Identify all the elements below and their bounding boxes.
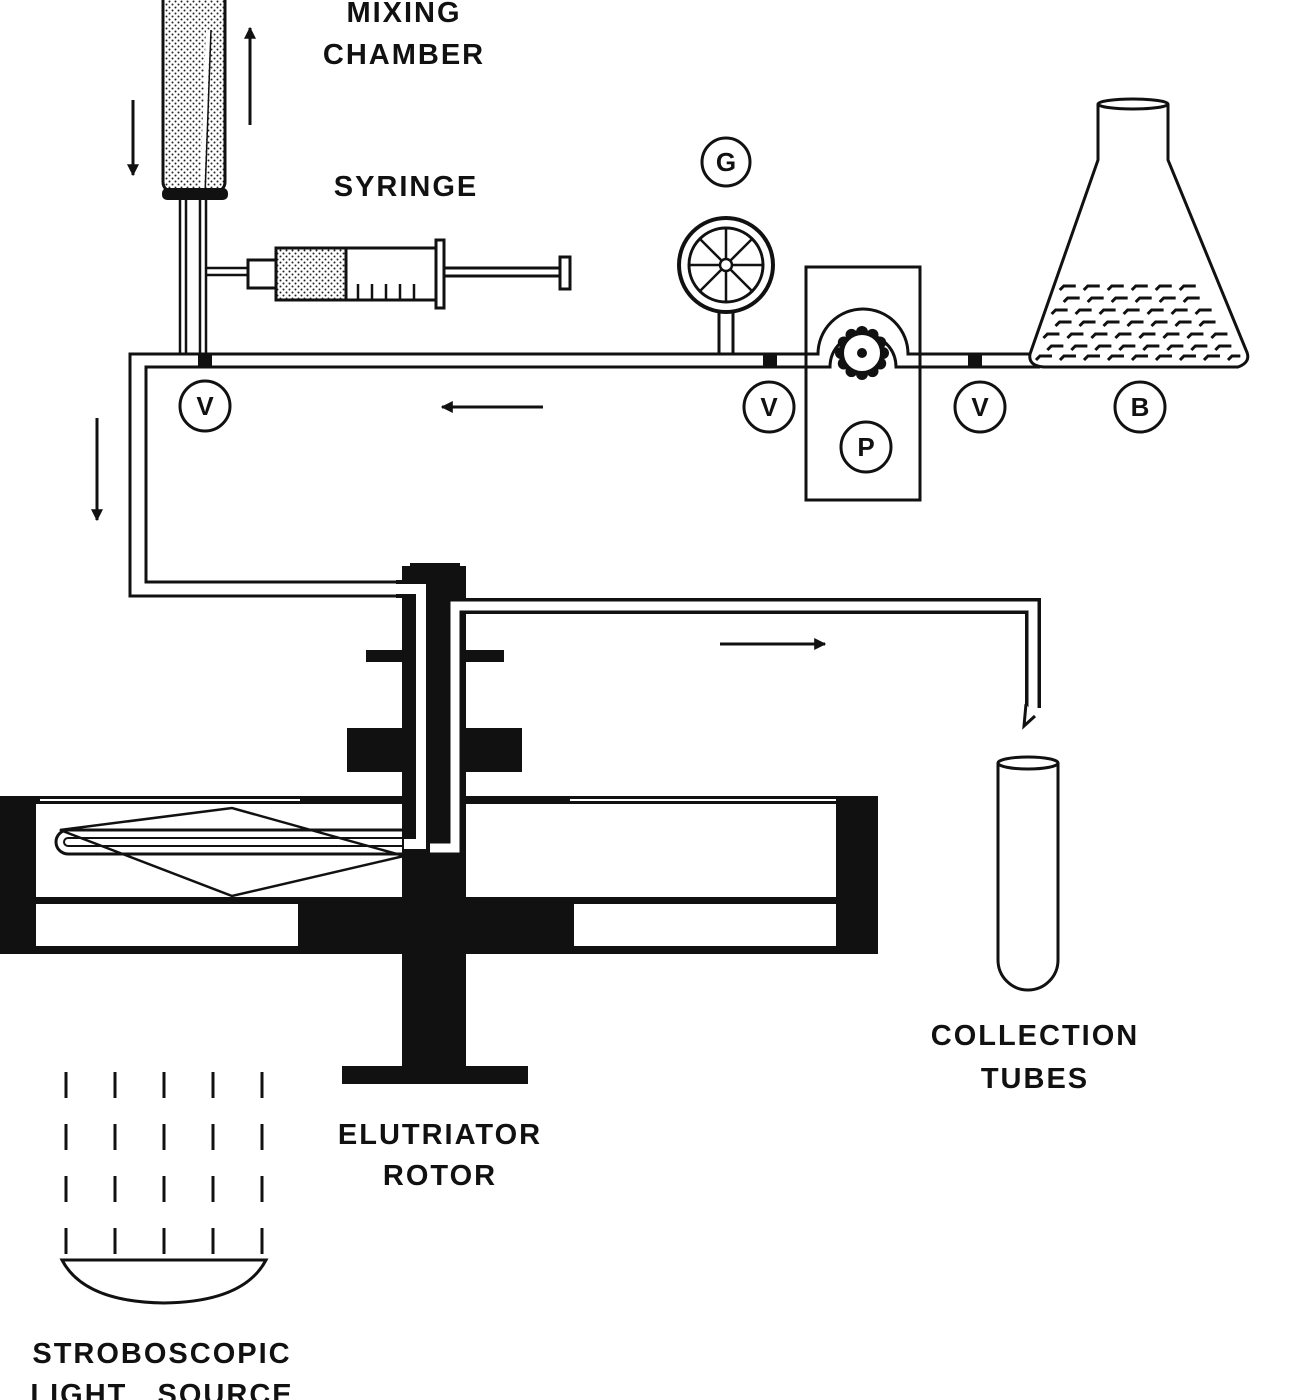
liquid-wave bbox=[1202, 354, 1220, 362]
liquid-wave bbox=[1094, 344, 1112, 352]
label-collection: COLLECTION bbox=[931, 1020, 1140, 1052]
collection-tube bbox=[996, 755, 1060, 992]
liquid-wave bbox=[1210, 332, 1228, 340]
liquid-wave bbox=[1130, 284, 1148, 292]
liquid-wave bbox=[1154, 284, 1172, 292]
liquid-wave bbox=[1214, 344, 1232, 352]
label-mixing: MIXING bbox=[346, 0, 461, 29]
flow-arrows bbox=[91, 401, 827, 650]
liquid-wave bbox=[1126, 320, 1144, 328]
label-tubes: TUBES bbox=[981, 1063, 1089, 1095]
marker-gauge: G bbox=[700, 136, 752, 188]
stroboscopic-light bbox=[59, 1072, 269, 1305]
liquid-wave bbox=[1178, 354, 1196, 362]
liquid-wave bbox=[1146, 308, 1164, 316]
liquid-wave bbox=[1106, 354, 1124, 362]
label-elutriator: ELUTRIATOR bbox=[338, 1119, 542, 1151]
liquid-wave bbox=[1110, 296, 1128, 304]
liquid-wave bbox=[1074, 308, 1092, 316]
label-light-source: LIGHT SOURCE bbox=[30, 1379, 293, 1400]
liquid-wave bbox=[1078, 320, 1096, 328]
liquid-wave bbox=[1034, 354, 1052, 362]
elutriator-rotor bbox=[0, 563, 878, 1084]
rotor-axle bbox=[857, 348, 867, 358]
marker-valve-3: V bbox=[953, 380, 1007, 434]
liquid-wave bbox=[1050, 308, 1068, 316]
liquid-wave bbox=[1182, 296, 1200, 304]
syringe bbox=[246, 238, 572, 310]
label-stroboscopic: STROBOSCOPIC bbox=[32, 1338, 291, 1370]
liquid-wave bbox=[1114, 332, 1132, 340]
svg-text:B: B bbox=[1131, 392, 1150, 422]
liquid-wave bbox=[1130, 354, 1148, 362]
liquid-wave bbox=[1070, 344, 1088, 352]
liquid-wave bbox=[1046, 344, 1064, 352]
buffer-flask bbox=[1028, 97, 1250, 369]
liquid-wave bbox=[1082, 354, 1100, 362]
valve-marks bbox=[198, 353, 982, 367]
label-chamber: CHAMBER bbox=[323, 39, 485, 71]
liquid-wave bbox=[1058, 284, 1076, 292]
liquid-wave bbox=[1090, 332, 1108, 340]
svg-text:G: G bbox=[716, 147, 736, 177]
svg-text:V: V bbox=[971, 392, 989, 422]
liquid-wave bbox=[1054, 320, 1072, 328]
liquid-wave bbox=[1174, 320, 1192, 328]
flask-liquid bbox=[1034, 284, 1241, 362]
svg-text:V: V bbox=[196, 391, 214, 421]
chamber-tubes bbox=[178, 200, 248, 354]
liquid-wave bbox=[1190, 344, 1208, 352]
liquid-wave bbox=[1102, 320, 1120, 328]
svg-text:P: P bbox=[857, 432, 874, 462]
liquid-wave bbox=[1138, 332, 1156, 340]
label-rotor: ROTOR bbox=[383, 1160, 497, 1192]
liquid-wave bbox=[1162, 332, 1180, 340]
liquid-wave bbox=[1178, 284, 1196, 292]
liquid-wave bbox=[1134, 296, 1152, 304]
liquid-wave bbox=[1194, 308, 1212, 316]
liquid-wave bbox=[1118, 344, 1136, 352]
liquid-wave bbox=[1198, 320, 1216, 328]
liquid-wave bbox=[1150, 320, 1168, 328]
liquid-wave bbox=[1086, 296, 1104, 304]
liquid-wave bbox=[1186, 332, 1204, 340]
pump-rotor bbox=[835, 326, 889, 380]
liquid-wave bbox=[1066, 332, 1084, 340]
marker-pump: P bbox=[839, 420, 893, 474]
liquid-wave bbox=[1154, 354, 1172, 362]
shaft-tubing bbox=[396, 580, 1041, 856]
marker-valve-2: V bbox=[742, 380, 796, 434]
liquid-wave bbox=[1042, 332, 1060, 340]
marker-bottle: B bbox=[1113, 380, 1167, 434]
svg-text:V: V bbox=[760, 392, 778, 422]
label-syringe: SYRINGE bbox=[334, 171, 479, 203]
liquid-wave bbox=[1158, 296, 1176, 304]
marker-valve-1: V bbox=[178, 379, 232, 433]
liquid-wave bbox=[1106, 284, 1124, 292]
liquid-wave bbox=[1062, 296, 1080, 304]
mixing-chamber-arrows bbox=[127, 26, 256, 177]
liquid-wave bbox=[1170, 308, 1188, 316]
liquid-wave bbox=[1166, 344, 1184, 352]
liquid-wave bbox=[1122, 308, 1140, 316]
liquid-wave bbox=[1226, 354, 1241, 362]
mixing-chamber bbox=[161, 0, 228, 200]
pressure-gauge bbox=[677, 216, 775, 354]
light-rays bbox=[64, 1072, 264, 1254]
liquid-wave bbox=[1098, 308, 1116, 316]
liquid-wave bbox=[1082, 284, 1100, 292]
liquid-wave bbox=[1142, 344, 1160, 352]
liquid-wave bbox=[1058, 354, 1076, 362]
